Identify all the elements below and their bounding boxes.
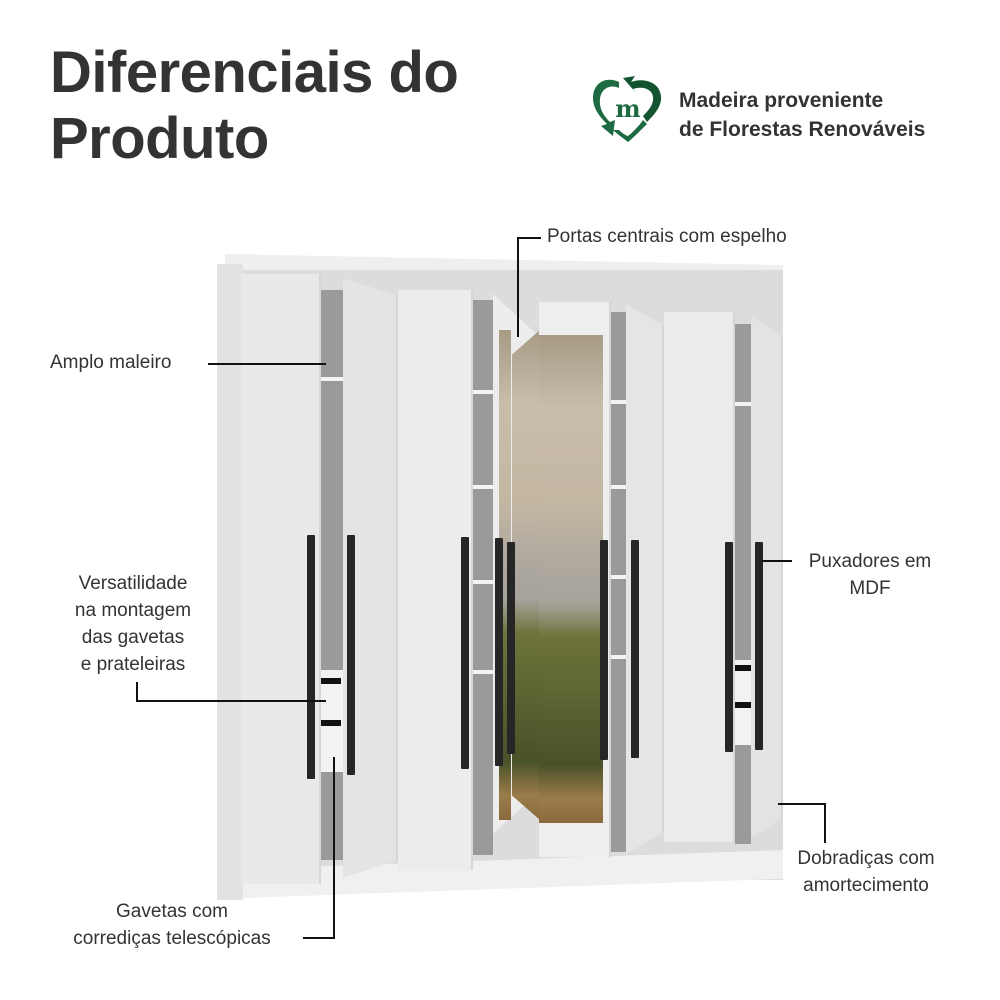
callout-hinges: Dobradiças com amortecimento xyxy=(782,845,950,899)
drawer-handle-slot xyxy=(321,720,341,726)
callout-versatility-line1: Versatilidade xyxy=(78,573,188,594)
callout-hinges-line2: amortecimento xyxy=(803,875,929,896)
handle xyxy=(725,542,733,752)
callout-versatility-line4: e prateleiras xyxy=(80,654,186,675)
handle xyxy=(307,535,315,779)
callout-mirror: Portas centrais com espelho xyxy=(547,223,787,250)
callout-line-mirror xyxy=(517,237,519,337)
eco-badge-line2: de Florestas Renováveis xyxy=(679,118,926,141)
shelf xyxy=(473,580,493,584)
handle xyxy=(461,537,469,769)
callout-drawers: Gavetas com corrediças telescópicas xyxy=(48,898,296,952)
shelf xyxy=(610,655,626,659)
mirror-right xyxy=(539,335,603,823)
callout-maleiro-text: Amplo maleiro xyxy=(50,352,172,373)
shelf xyxy=(610,485,626,489)
drawer-handle-slot xyxy=(735,702,751,708)
page-title-line2: Produto xyxy=(50,106,269,171)
callout-line-mirror xyxy=(517,237,541,239)
callout-drawers-line2: corrediças telescópicas xyxy=(73,928,271,949)
callout-mirror-text: Portas centrais com espelho xyxy=(547,226,787,247)
drawer-handle-slot xyxy=(321,678,341,684)
maleiro-shelf xyxy=(321,377,343,381)
handle xyxy=(631,540,639,758)
shelf xyxy=(473,485,493,489)
page-title-line1: Diferenciais do xyxy=(50,40,459,105)
mirror-left-panel xyxy=(512,330,540,820)
callout-hinges-line1: Dobradiças com xyxy=(797,848,935,869)
shelf xyxy=(610,575,626,579)
callout-line-handles xyxy=(762,560,792,562)
shelf xyxy=(473,670,493,674)
handle xyxy=(755,542,763,750)
callout-line-drawers xyxy=(303,937,335,939)
page-title: Diferenciais do Produto xyxy=(50,40,459,172)
callout-line-hinges xyxy=(778,803,826,805)
eco-badge-text: Madeira proveniente de Florestas Renováv… xyxy=(679,86,925,144)
callout-handles-line2: MDF xyxy=(849,578,891,599)
interior-col-3 xyxy=(610,312,626,852)
handle xyxy=(347,535,355,775)
callout-line-versatility xyxy=(136,700,326,702)
handle xyxy=(507,542,515,754)
callout-line-versatility xyxy=(136,682,138,702)
callout-maleiro: Amplo maleiro xyxy=(50,349,171,376)
shelf xyxy=(610,400,626,404)
recycle-heart-m-icon: m xyxy=(589,74,667,146)
svg-text:m: m xyxy=(615,94,640,123)
wardrobe-image xyxy=(215,250,785,900)
interior-col-1 xyxy=(321,290,343,860)
callout-versatility-line3: das gavetas xyxy=(81,627,185,648)
shelf xyxy=(735,402,751,406)
wardrobe-left-side xyxy=(217,264,243,900)
door-7 xyxy=(664,312,735,842)
drawer-handle-slot xyxy=(735,665,751,671)
interior-col-2 xyxy=(473,300,493,855)
callout-versatility-line2: na montagem xyxy=(74,600,192,621)
callout-line-drawers xyxy=(333,757,335,939)
callout-line-maleiro xyxy=(208,363,326,365)
callout-drawers-line1: Gavetas com xyxy=(116,901,228,922)
eco-badge-line1: Madeira proveniente xyxy=(679,89,884,112)
callout-handles: Puxadores em MDF xyxy=(795,548,945,602)
callout-line-hinges xyxy=(824,803,826,843)
door-3 xyxy=(398,290,473,870)
callout-handles-line1: Puxadores em xyxy=(808,551,932,572)
handle xyxy=(600,540,608,760)
callout-versatility: Versatilidade na montagem das gavetas e … xyxy=(58,570,208,678)
handle xyxy=(495,538,503,766)
shelf xyxy=(473,390,493,394)
